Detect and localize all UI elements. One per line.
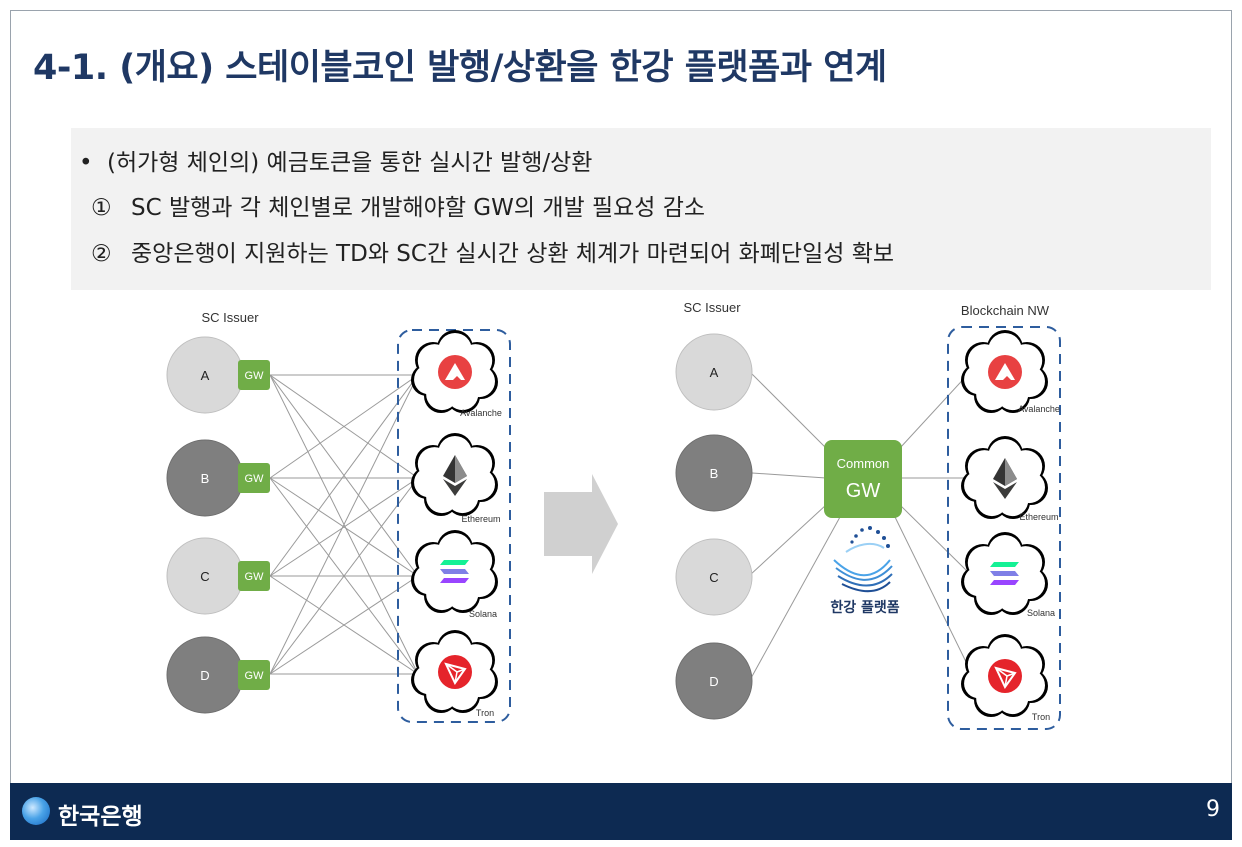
bullet-text: (허가형 체인의) 예금토큰을 통한 실시간 발행/상환: [107, 150, 593, 176]
bullet-box: • (허가형 체인의) 예금토큰을 통한 실시간 발행/상환 ① SC 발행과 각 …: [71, 128, 1211, 290]
left-issuer-b: B: [166, 439, 244, 517]
chain-label: Solana: [1027, 608, 1055, 618]
gateway-label: GW: [245, 370, 265, 382]
gateway-label: GW: [245, 571, 265, 583]
page-number: 9: [1206, 797, 1220, 822]
right-issuer-b: B: [675, 434, 753, 512]
common-gw-line1: Common: [837, 456, 890, 471]
chain-label: Solana: [469, 609, 497, 619]
issuer-label: B: [201, 471, 210, 486]
left-chain-group: [397, 329, 511, 723]
tron-icon: [988, 659, 1022, 693]
transition-arrow: [544, 474, 618, 574]
hangang-platform-icon: [833, 526, 893, 593]
chain-label: Avalanche: [1018, 404, 1060, 414]
chain-label: Avalanche: [460, 408, 502, 418]
issuer-label: B: [710, 466, 719, 481]
gateway-label: GW: [245, 473, 265, 485]
issuer-label: A: [201, 368, 210, 383]
right-chain-tron: Tron: [961, 634, 1050, 722]
right-chain-ethereum: Ethereum: [961, 436, 1059, 522]
slide-title: 4-1. (개요) 스테이블코인 발행/상환을 한강 플랫폼과 연계: [33, 48, 887, 88]
left-chain-avalanche: Avalanche: [411, 330, 502, 418]
avalanche-icon: [988, 355, 1022, 389]
common-gateway: Common GW: [824, 440, 902, 518]
solana-icon: [440, 560, 469, 583]
issuer-label: C: [709, 570, 718, 585]
issuer-label: D: [200, 668, 209, 683]
right-chain-group: [947, 326, 1061, 730]
left-issuer-title: SC Issuer: [201, 310, 259, 325]
ethereum-icon: [443, 455, 467, 496]
chain-label: Ethereum: [1019, 512, 1058, 522]
chain-label: Ethereum: [461, 514, 500, 524]
bullet-item: ① SC 발행과 각 체인별로 개발해야할 GW의 개발 필요성 감소: [91, 188, 705, 222]
issuer-label: C: [200, 569, 209, 584]
bullet-text: 중앙은행이 지원하는 TD와 SC간 실시간 상환 체계가 마련되어 화폐단일성…: [131, 241, 895, 267]
bullet-marker: •: [79, 150, 93, 176]
left-issuer-c: C: [166, 537, 244, 615]
chain-label: Tron: [1032, 712, 1050, 722]
chain-label: Tron: [476, 708, 494, 718]
org-name: 한국은행: [58, 804, 143, 830]
left-chain-solana: Solana: [411, 530, 498, 619]
bullet-item: ② 중앙은행이 지원하는 TD와 SC간 실시간 상환 체계가 마련되어 화폐단일…: [91, 234, 894, 268]
gateway-box: GW: [238, 561, 270, 591]
ethereum-icon: [993, 458, 1017, 499]
avalanche-icon: [438, 355, 472, 389]
tron-icon: [438, 655, 472, 689]
left-chain-ethereum: Ethereum: [411, 433, 501, 524]
right-issuer-title: SC Issuer: [683, 300, 741, 315]
right-issuer-c: C: [675, 538, 753, 616]
right-issuer-d: D: [675, 642, 753, 720]
hub-connections: [749, 371, 971, 681]
left-issuer-d: D: [166, 636, 244, 714]
mesh-connections: [269, 374, 419, 675]
common-gw-line2: GW: [846, 480, 881, 502]
right-issuer-a: A: [675, 333, 753, 411]
bullet-item: • (허가형 체인의) 예금토큰을 통한 실시간 발행/상환: [79, 143, 592, 177]
footer-bar: 한국은행 9: [10, 783, 1232, 840]
platform-label: 한강 플랫폼: [830, 599, 899, 616]
right-chain-avalanche: Avalanche: [961, 330, 1060, 414]
bullet-text: SC 발행과 각 체인별로 개발해야할 GW의 개발 필요성 감소: [131, 195, 706, 221]
left-chain-tron: Tron: [411, 630, 498, 718]
gateway-box: GW: [238, 660, 270, 690]
right-chain-solana: Solana: [961, 532, 1055, 618]
gateway-box: GW: [238, 463, 270, 493]
bullet-marker: ①: [91, 195, 112, 221]
bullet-marker: ②: [91, 241, 112, 267]
issuer-label: A: [710, 365, 719, 380]
network-title: Blockchain NW: [961, 303, 1050, 318]
solana-icon: [990, 562, 1019, 585]
issuer-label: D: [709, 674, 718, 689]
left-issuer-a: A: [166, 336, 244, 414]
gateway-label: GW: [245, 670, 265, 682]
gateway-box: GW: [238, 360, 270, 390]
bok-logo-icon: [22, 797, 50, 825]
